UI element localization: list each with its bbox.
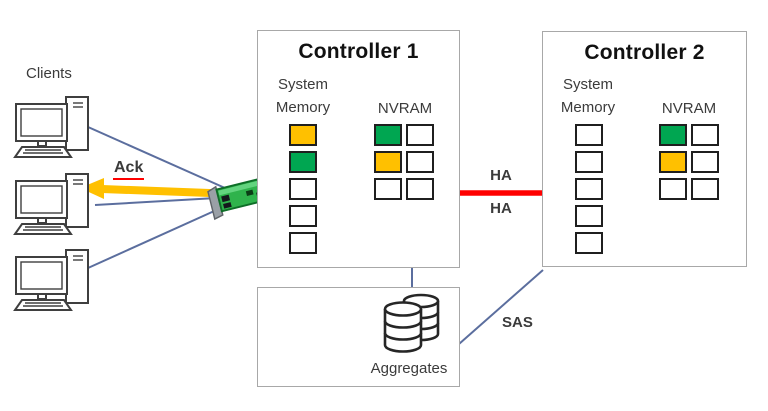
controller2-system-memory-cells (575, 124, 603, 259)
ha-label-bottom: HA (490, 200, 512, 217)
controller1-system-memory-cells (289, 124, 317, 259)
controller1-nvram-cells (374, 124, 434, 205)
client-computer-icon (13, 94, 95, 160)
client-computer-icon (13, 247, 95, 313)
clients-label: Clients (26, 65, 72, 82)
controller2-title: Controller 2 (584, 41, 705, 64)
memory-cell-white (575, 205, 603, 227)
controller1-system-memory-label: System Memory (275, 76, 331, 116)
memory-cell-white (575, 232, 603, 254)
memory-cell-white (659, 178, 687, 200)
memory-cell-gold (659, 151, 687, 173)
memory-cell-white (289, 178, 317, 200)
memory-cell-gold (289, 124, 317, 146)
memory-cell-white (691, 124, 719, 146)
memory-cell-white (289, 232, 317, 254)
memory-cell-gold (374, 151, 402, 173)
controller1-nvram-column2 (406, 124, 434, 205)
controller1-nvram-column1 (374, 124, 402, 205)
memory-cell-white (406, 151, 434, 173)
memory-cell-white (575, 178, 603, 200)
client-computer-icon (13, 171, 95, 237)
ack-label: Ack (113, 159, 145, 180)
memory-cell-white (374, 178, 402, 200)
memory-cell-white (406, 178, 434, 200)
memory-cell-white (691, 178, 719, 200)
database-cylinders-icon (383, 293, 441, 353)
controller2-nvram-column1 (659, 124, 687, 205)
controller1-title: Controller 1 (298, 40, 419, 63)
memory-cell-green (289, 151, 317, 173)
controller1-box (257, 30, 460, 268)
controller2-box (542, 31, 747, 267)
memory-cell-green (659, 124, 687, 146)
ha-label-top: HA (490, 167, 512, 184)
controller2-nvram-column2 (691, 124, 719, 205)
memory-cell-white (289, 205, 317, 227)
memory-cell-white (406, 124, 434, 146)
memory-cell-white (691, 151, 719, 173)
controller2-nvram-cells (659, 124, 719, 205)
controller1-nvram-label: NVRAM (377, 100, 433, 117)
memory-cell-green (374, 124, 402, 146)
memory-cell-white (575, 151, 603, 173)
memory-cell-white (575, 124, 603, 146)
controller2-nvram-label: NVRAM (661, 100, 717, 117)
aggregates-label: Aggregates (370, 360, 448, 377)
sas-label: SAS (502, 314, 533, 331)
controller2-system-memory-label: System Memory (560, 76, 616, 116)
